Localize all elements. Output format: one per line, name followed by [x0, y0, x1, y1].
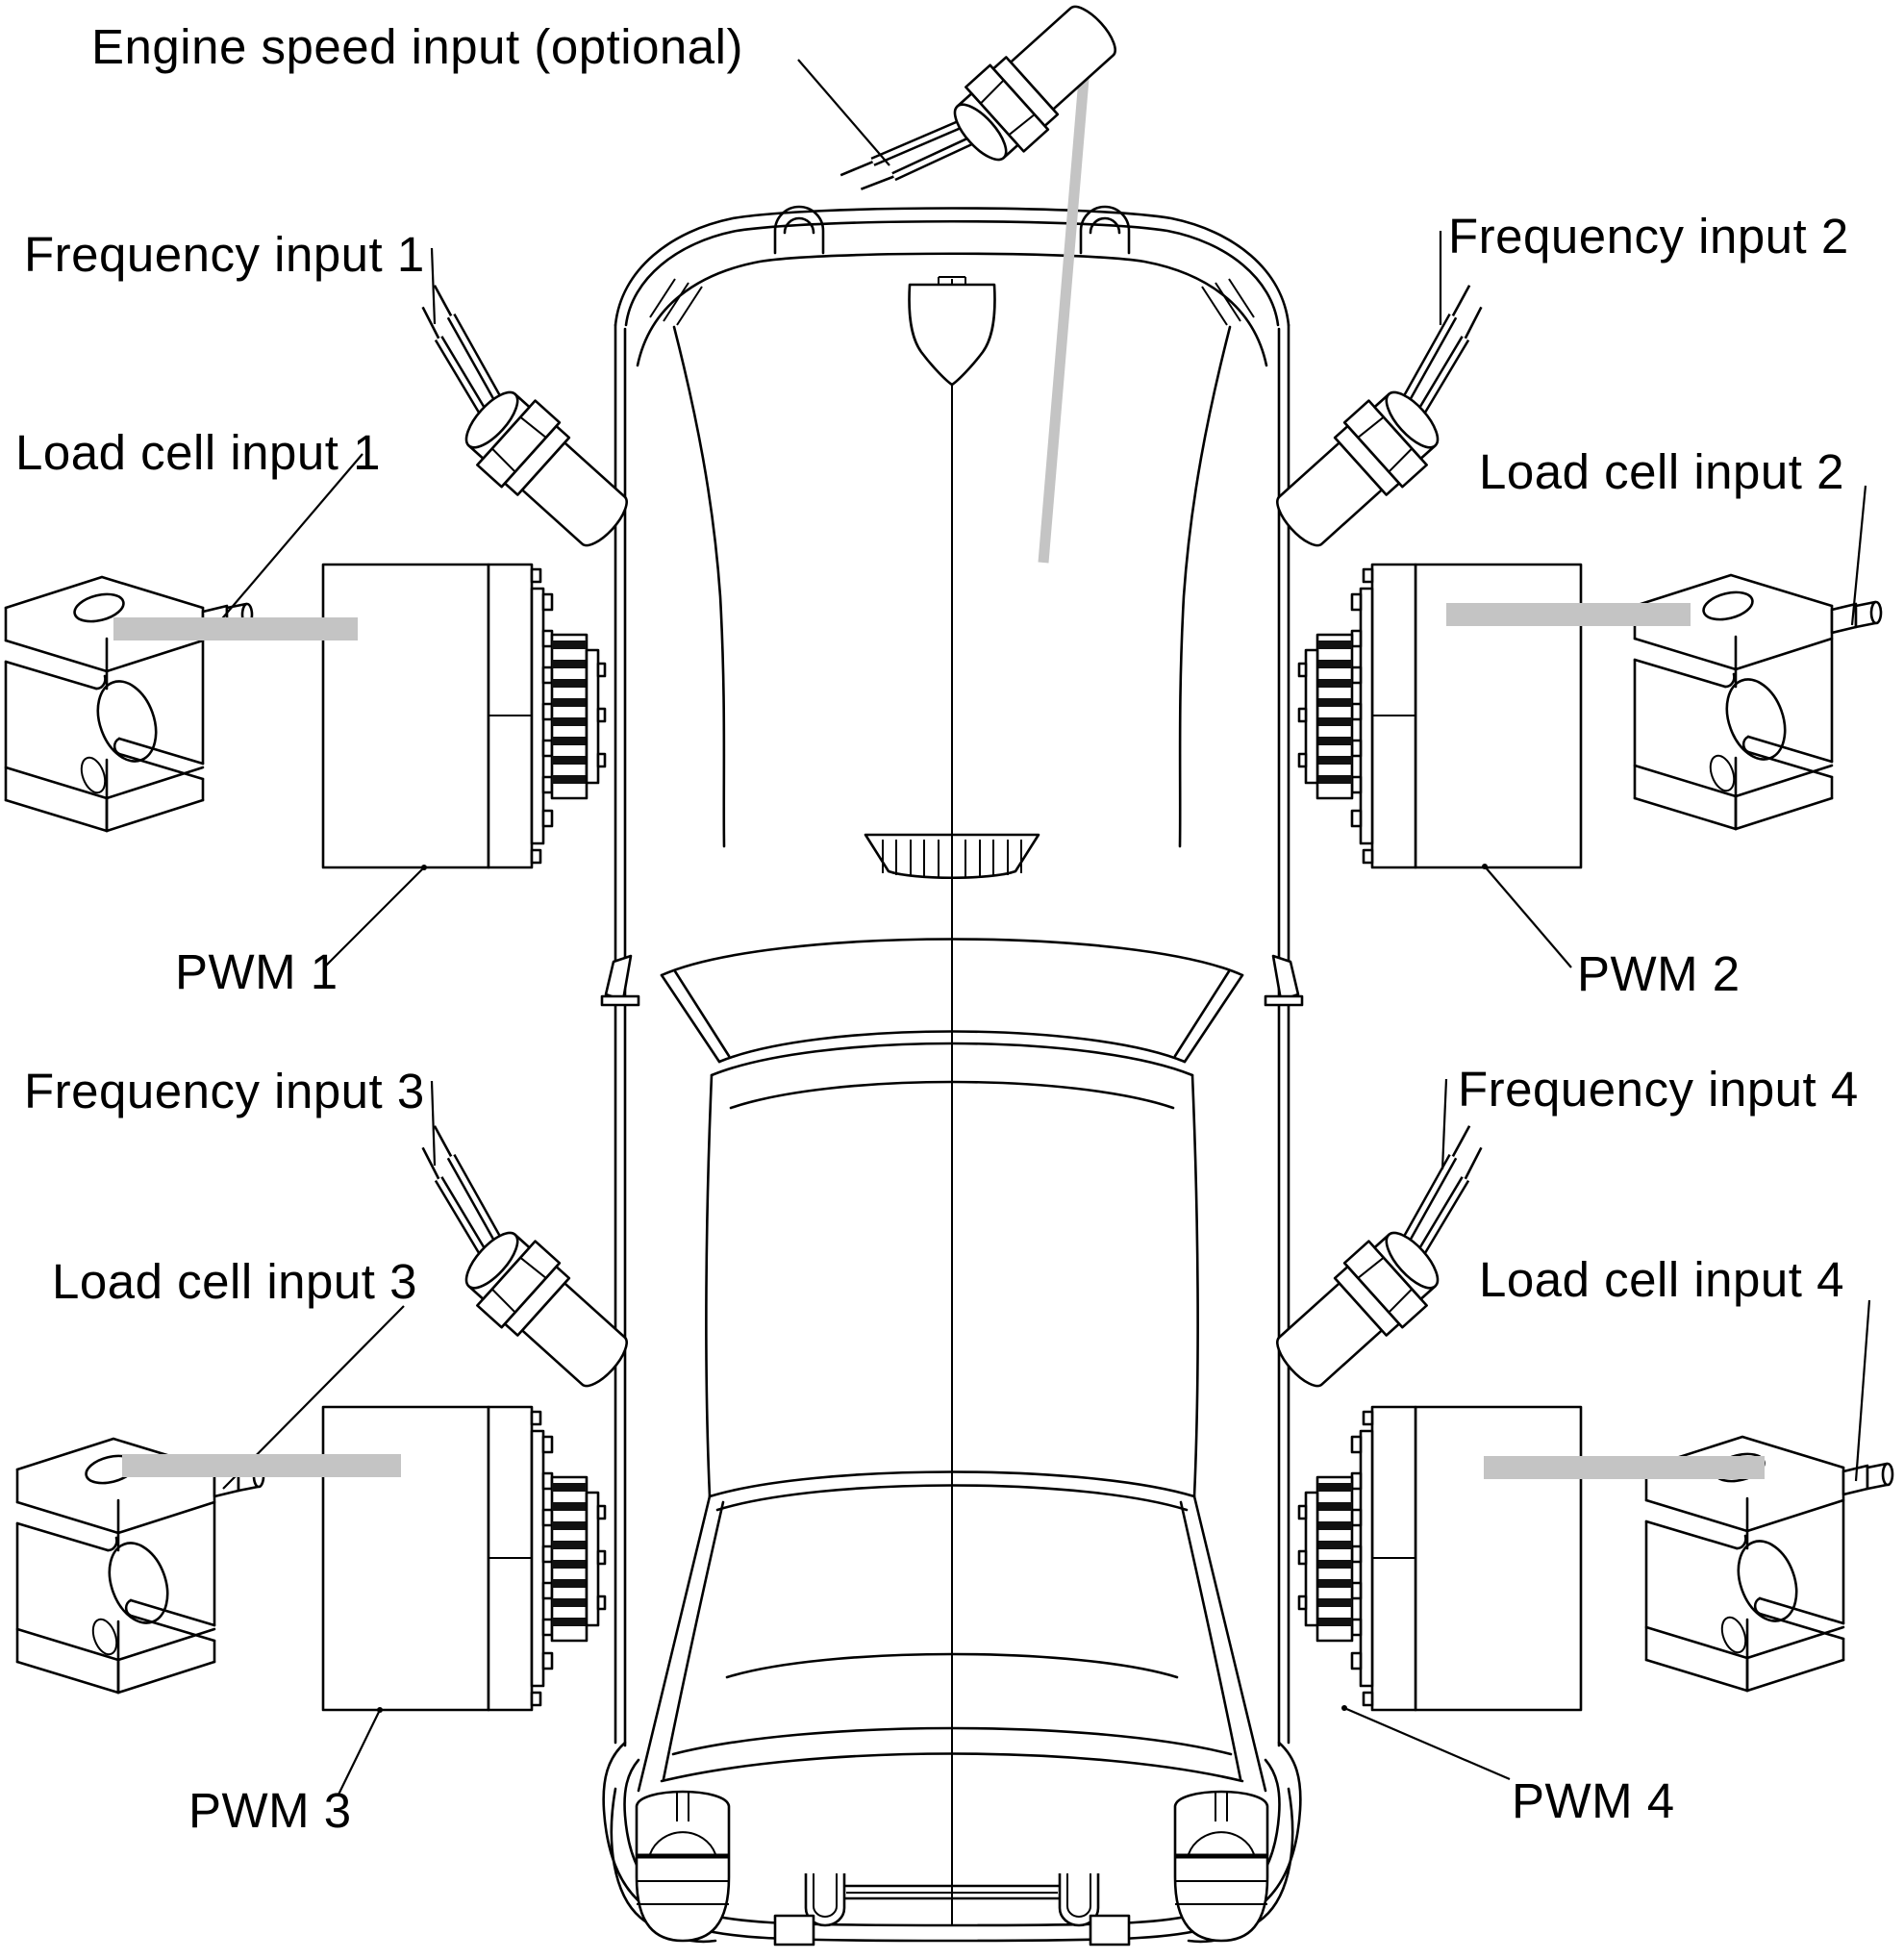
side-mirror-left [600, 954, 640, 1007]
leader-pwm-4 [1343, 1706, 1511, 1781]
label-engine-speed-input: Engine speed input (optional) [91, 19, 743, 74]
pwm-actuator-4 [1297, 1405, 1583, 1712]
label-pwm-3: PWM 3 [188, 1783, 352, 1838]
label-load-cell-input-4: Load cell input 4 [1479, 1252, 1844, 1307]
signal-bar-2 [1446, 603, 1691, 626]
label-load-cell-input-2: Load cell input 2 [1479, 444, 1844, 499]
pwm-actuator-1 [321, 563, 607, 869]
signal-bar-1 [113, 617, 358, 640]
leader-frequency-3 [430, 1080, 437, 1167]
signal-bar-3 [122, 1454, 401, 1477]
hood-vent [864, 833, 1040, 880]
leader-pwm-1 [323, 866, 425, 968]
signal-bar-4 [1484, 1456, 1765, 1479]
leader-load-cell-4 [1854, 1299, 1871, 1482]
label-frequency-input-1: Frequency input 1 [24, 227, 425, 282]
signal-bars [113, 603, 1765, 1479]
leader-frequency-1 [430, 247, 437, 325]
load-cell-1 [4, 575, 254, 833]
label-pwm-1: PWM 1 [175, 944, 338, 999]
engine-signal-line [1038, 66, 1090, 564]
leader-pwm-2 [1484, 866, 1572, 968]
label-frequency-input-2: Frequency input 2 [1448, 209, 1849, 264]
label-pwm-4: PWM 4 [1512, 1773, 1675, 1828]
rear-wheel-right [1173, 1790, 1269, 1943]
frequency-sensor-2 [1250, 286, 1540, 561]
label-load-cell-input-1: Load cell input 1 [15, 425, 381, 480]
label-frequency-input-4: Frequency input 4 [1458, 1062, 1859, 1117]
leader-load-cell-2 [1850, 485, 1867, 626]
leader-pwm-3 [338, 1709, 381, 1796]
leader-frequency-4 [1441, 1078, 1448, 1170]
car-top-view [600, 205, 1304, 1946]
frequency-sensor-1 [364, 286, 654, 561]
pwm-actuator-3 [321, 1405, 607, 1712]
rear-wheel-left [635, 1790, 731, 1943]
label-pwm-2: PWM 2 [1577, 946, 1741, 1001]
side-mirror-right [1264, 954, 1304, 1007]
label-frequency-input-3: Frequency input 3 [24, 1064, 425, 1118]
label-load-cell-input-3: Load cell input 3 [52, 1254, 417, 1309]
leader-engine-speed [797, 59, 890, 166]
